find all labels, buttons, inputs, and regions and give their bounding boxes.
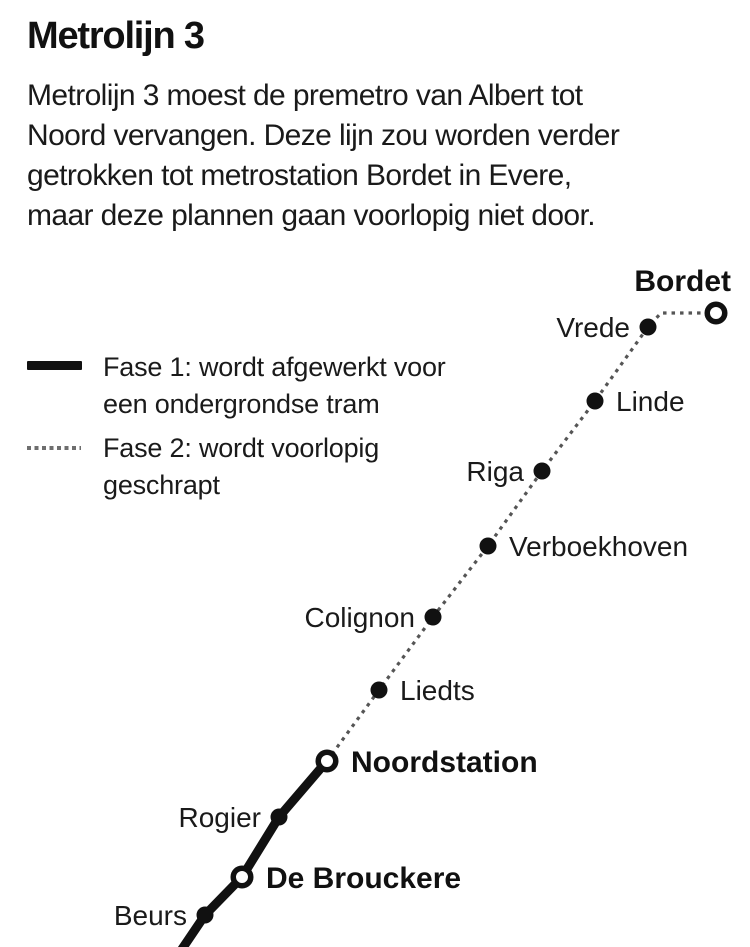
metro-line-fase2 [325, 311, 716, 762]
intro-paragraph: Metrolijn 3 moest de premetro van Albert… [27, 76, 620, 236]
station-label-vrede: Vrede [556, 312, 630, 343]
station-dot-riga [533, 462, 551, 480]
station-label-colignon: Colignon [304, 602, 415, 633]
station-label-linde: Linde [616, 386, 685, 417]
intro-line-2: Noord vervangen. Deze lijn zou worden ve… [27, 119, 620, 152]
station-dot-vrede [639, 318, 657, 336]
station-dot-liedts [370, 681, 388, 699]
station-ring-noordstation [315, 749, 339, 773]
fase1-legend-label: Fase 1: wordt afgewerkt voor een ondergr… [103, 349, 446, 423]
station-label-noordstation: Noordstation [351, 746, 538, 779]
fase2-label-line-1: Fase 2: wordt voorlopig [103, 433, 380, 463]
fase1-solid-line-swatch [27, 361, 82, 370]
station-ring-bordet [704, 301, 728, 325]
station-dot-linde [586, 392, 604, 410]
station-label-beurs: Beurs [114, 900, 187, 931]
station-label-liedts: Liedts [400, 675, 475, 706]
fase2-dotted-line-swatch [27, 446, 81, 450]
station-dot-rogier [270, 808, 288, 826]
intro-line-1: Metrolijn 3 moest de premetro van Albert… [27, 79, 583, 112]
station-label-bordet: Bordet [634, 265, 731, 298]
fase2-legend-label: Fase 2: wordt voorlopig geschrapt [103, 430, 379, 504]
station-label-riga: Riga [466, 456, 524, 487]
fase1-label-line-2: een ondergrondse tram [103, 389, 380, 419]
station-label-rogier: Rogier [179, 802, 261, 833]
fase1-label-line-1: Fase 1: wordt afgewerkt voor [103, 352, 446, 382]
station-dot-beurs [196, 906, 214, 924]
intro-line-3: getrokken tot metrostation Bordet in Eve… [27, 159, 572, 192]
station-label-verboekhoven: Verboekhoven [509, 531, 688, 562]
station-ring-de-brouckere [230, 865, 254, 889]
station-label-de-brouckere: De Brouckere [266, 862, 461, 895]
station-dot-colignon [424, 608, 442, 626]
page-title: Metrolijn 3 [27, 15, 205, 57]
station-dot-verboekhoven [479, 537, 497, 555]
fase2-label-line-2: geschrapt [103, 470, 220, 500]
intro-line-4: maar deze plannen gaan voorlopig niet do… [27, 199, 596, 232]
